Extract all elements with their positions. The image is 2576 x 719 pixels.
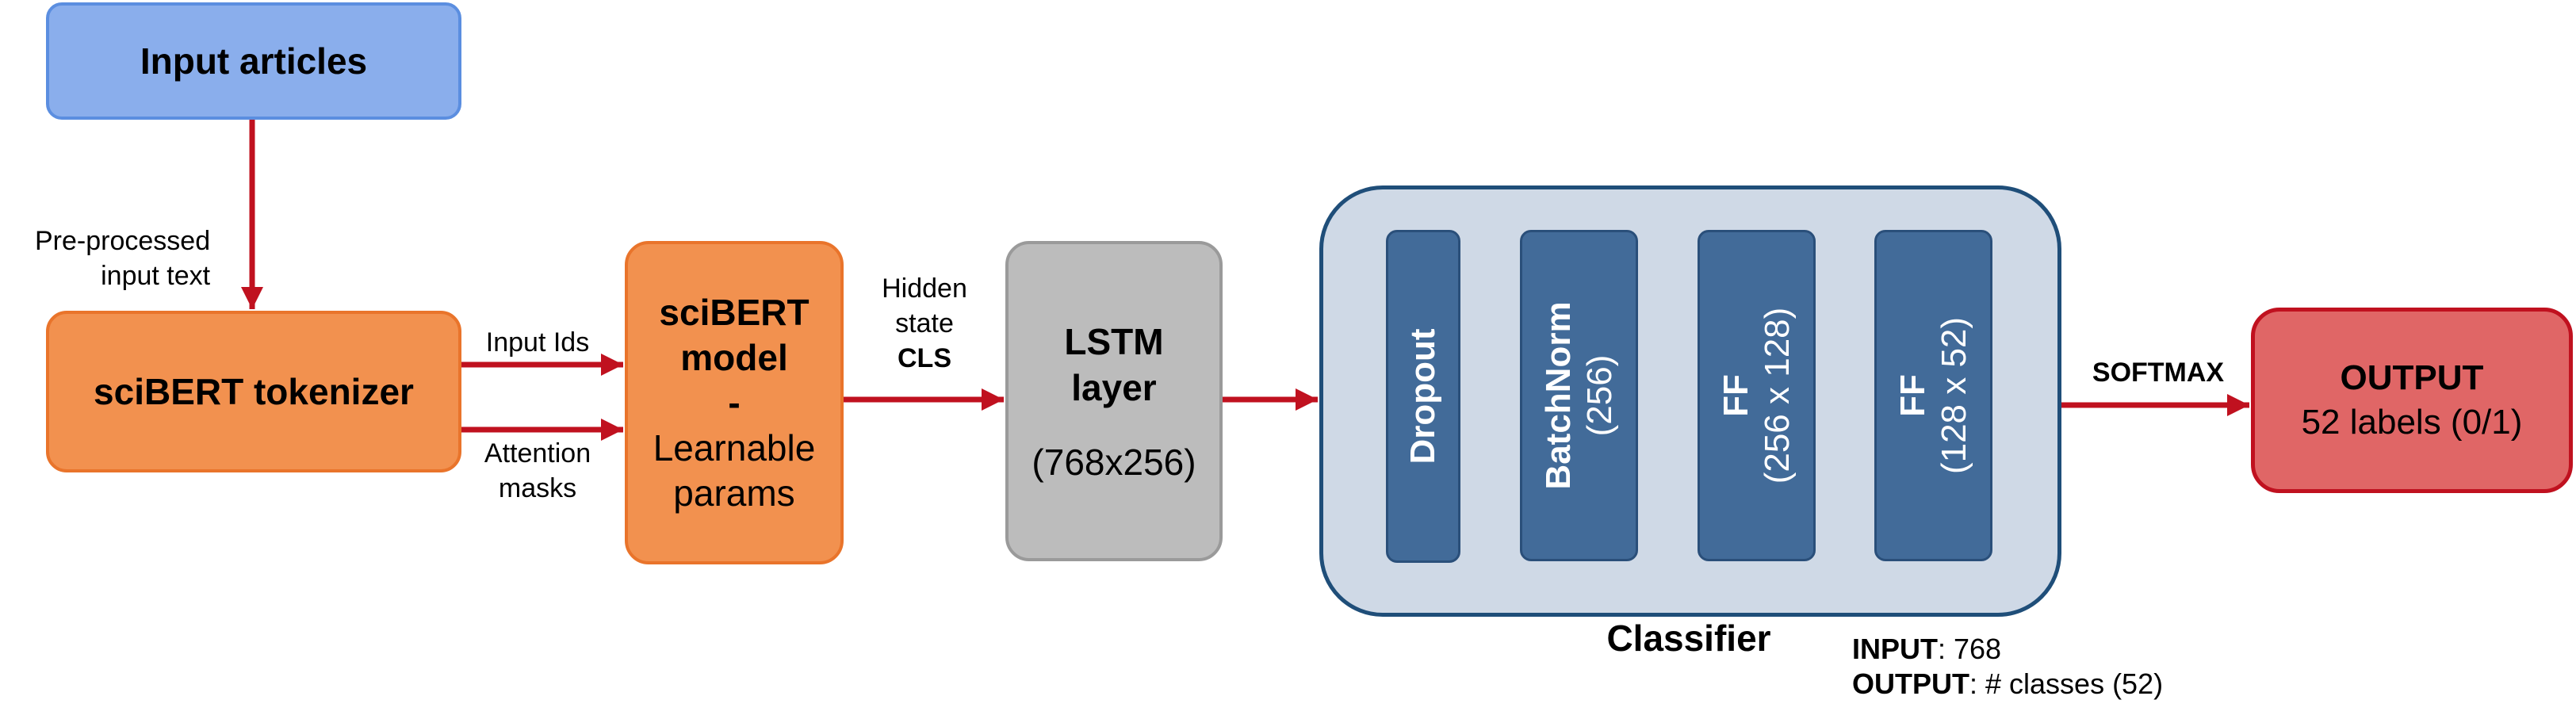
batchnorm-layer: BatchNorm (256): [1520, 230, 1638, 561]
lstm-layer-node: LSTM layer (768x256): [1005, 241, 1223, 561]
preprocessed-text-label: Pre-processed input text: [35, 226, 211, 291]
ff2-label: FF: [1893, 374, 1932, 417]
ff2-dims: (128 x 52): [1934, 316, 1973, 475]
batchnorm-label: BatchNorm: [1538, 301, 1578, 490]
ff1-layer: FF (256 x 128): [1698, 230, 1816, 561]
classifier-input-note: INPUT: 768: [1852, 633, 2002, 665]
tokenizer-node: sciBERT tokenizer: [46, 311, 461, 472]
ff1-label: FF: [1716, 374, 1755, 417]
bert-line3: -: [728, 381, 741, 423]
input-ids-label: Input Ids: [485, 327, 590, 358]
output-title: OUTPUT: [2340, 358, 2484, 397]
output-node: OUTPUT 52 labels (0/1): [2251, 308, 2573, 493]
batchnorm-dims: (256): [1579, 354, 1619, 437]
dropout-layer: Dropout: [1386, 230, 1460, 563]
ff1-dims: (256 x 128): [1757, 307, 1797, 484]
bert-line2: model: [680, 336, 788, 378]
attention-masks-label: Attention masks: [484, 438, 591, 503]
output-subtitle: 52 labels (0/1): [2301, 403, 2523, 442]
lstm-line1: LSTM: [1064, 321, 1164, 362]
dropout-label: Dropout: [1403, 328, 1442, 465]
bert-line1: sciBERT: [659, 291, 810, 333]
bert-line4: Learnable: [653, 426, 816, 468]
ff2-layer: FF (128 x 52): [1874, 230, 1992, 561]
lstm-dims: (768x256): [1032, 442, 1196, 483]
hidden-state-label: Hidden state CLS: [882, 273, 967, 373]
tokenizer-label: sciBERT tokenizer: [94, 371, 414, 412]
scibert-model-node: sciBERT model - Learnable params: [625, 241, 844, 564]
input-articles-label: Input articles: [140, 40, 368, 82]
bert-line5: params: [673, 472, 795, 514]
softmax-label: SOFTMAX: [2092, 358, 2225, 388]
classifier-output-note: OUTPUT: # classes (52): [1852, 667, 2164, 700]
classifier-title: Classifier: [1606, 618, 1771, 659]
lstm-line2: layer: [1071, 367, 1157, 408]
input-articles-node: Input articles: [46, 2, 461, 120]
